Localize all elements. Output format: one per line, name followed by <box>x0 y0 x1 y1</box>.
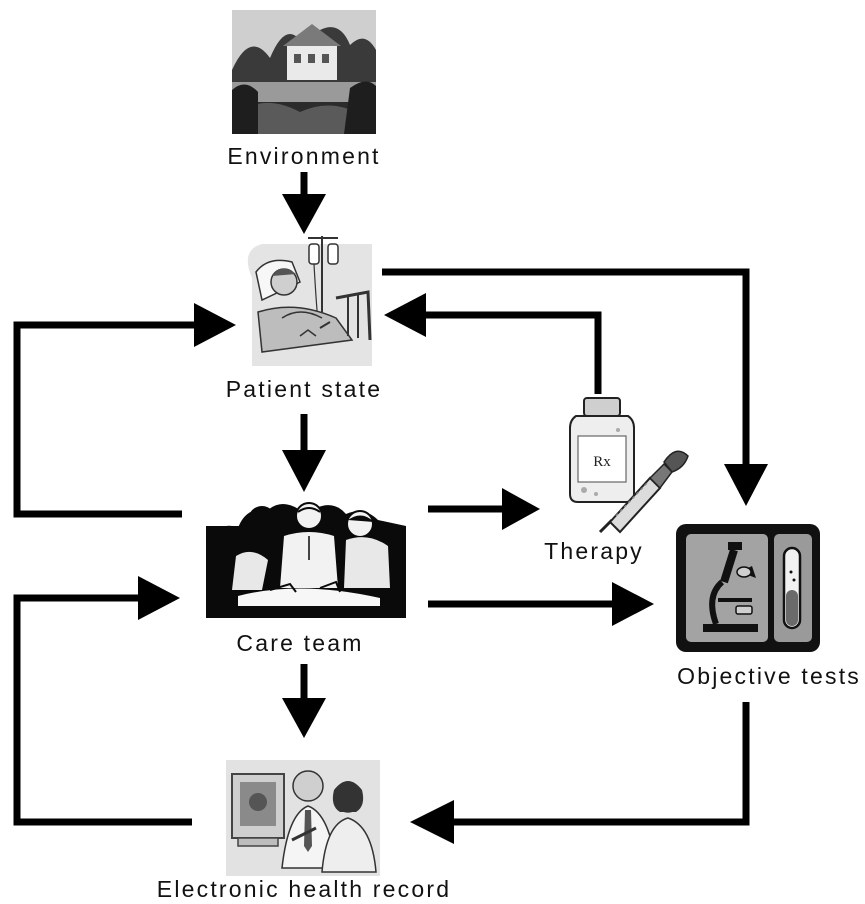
medicine-bottle-syringe-icon: Rx <box>569 397 689 534</box>
ehr-label: Electronic health record <box>157 876 451 902</box>
microscope-test-tube-icon <box>676 524 820 652</box>
care-team-label: Care team <box>236 630 363 656</box>
patient-state-label: Patient state <box>226 376 382 402</box>
hospital-patient-icon <box>247 236 372 366</box>
connectors <box>13 172 768 844</box>
environment-label: Environment <box>227 143 380 169</box>
house-landscape-icon <box>232 10 376 134</box>
objective-tests-label: Objective tests <box>677 663 861 689</box>
rx-label: Rx <box>593 454 611 470</box>
therapy-label: Therapy <box>544 538 644 564</box>
doctors-at-computer-icon <box>226 760 380 876</box>
surgical-team-icon <box>206 502 406 618</box>
